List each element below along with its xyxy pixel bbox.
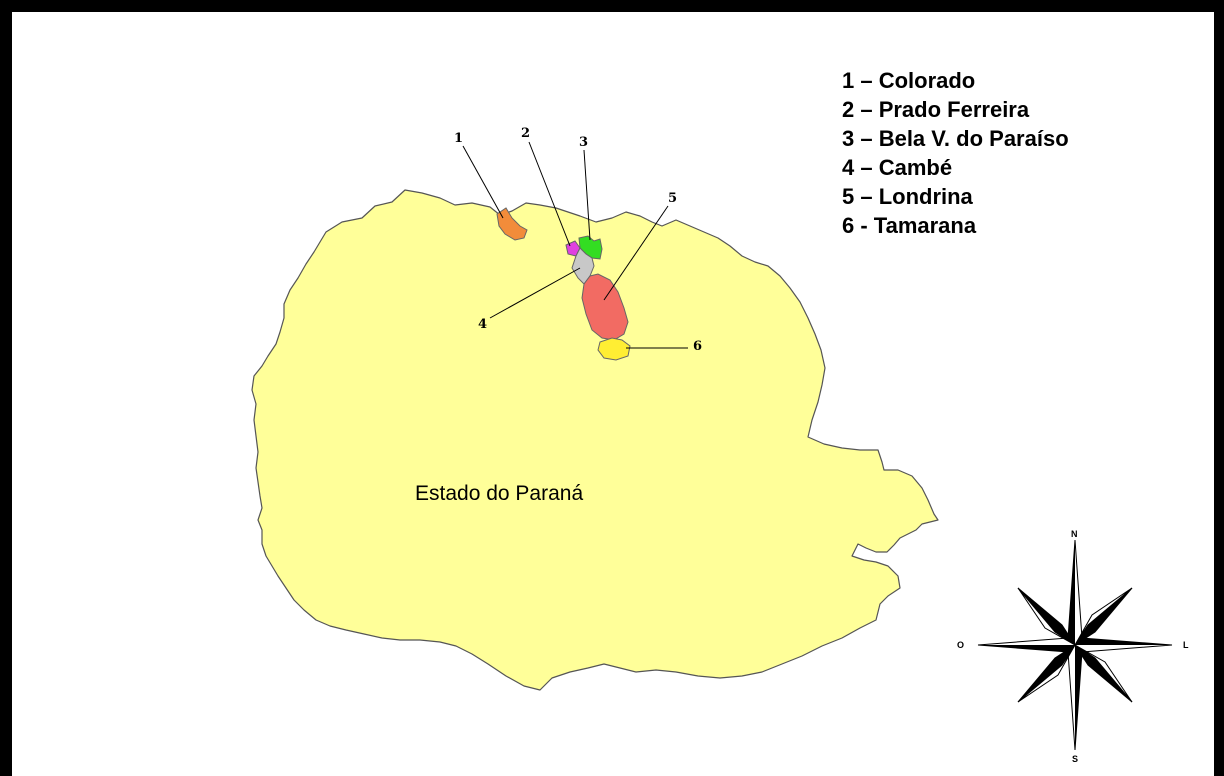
map-label-2: 2 <box>521 126 530 141</box>
londrina-area <box>581 273 629 341</box>
colorado-area <box>496 207 528 241</box>
leader-line-5 <box>603 205 669 301</box>
legend-item-cambe: 4 – Cambé <box>842 155 953 180</box>
map-label-4: 4 <box>478 317 487 332</box>
legend-item-bela-vista-do-paraiso: 3 – Bela V. do Paraíso <box>842 126 1069 151</box>
legend-item-londrina: 5 – Londrina <box>842 184 973 209</box>
map-label-5: 5 <box>668 191 677 206</box>
map-label-3: 3 <box>579 135 588 150</box>
map-label-6: 6 <box>693 339 702 354</box>
map-label-1: 1 <box>454 131 463 146</box>
compass-east: L <box>1183 640 1189 650</box>
leader-line-2 <box>528 141 571 247</box>
parana-state-shape <box>251 189 939 691</box>
compass-north: N <box>1071 529 1078 539</box>
compass-south: S <box>1072 754 1078 764</box>
legend-item-prado-ferreira: 2 – Prado Ferreira <box>842 97 1030 122</box>
compass-west: O <box>957 640 964 650</box>
legend-item-tamarana: 6 - Tamarana <box>842 213 977 238</box>
state-label: Estado do Paraná <box>415 482 583 505</box>
legend-item-colorado: 1 – Colorado <box>842 68 976 93</box>
tamarana-area <box>597 337 631 361</box>
leader-line-1 <box>462 145 504 219</box>
leader-line-3 <box>583 149 591 241</box>
compass-rose-icon: N S L O <box>957 529 1189 764</box>
leader-line-4 <box>489 267 581 319</box>
cambe-area <box>571 247 595 285</box>
municipality-legend: 1 – Colorado 2 – Prado Ferreira 3 – Bela… <box>842 66 1069 240</box>
